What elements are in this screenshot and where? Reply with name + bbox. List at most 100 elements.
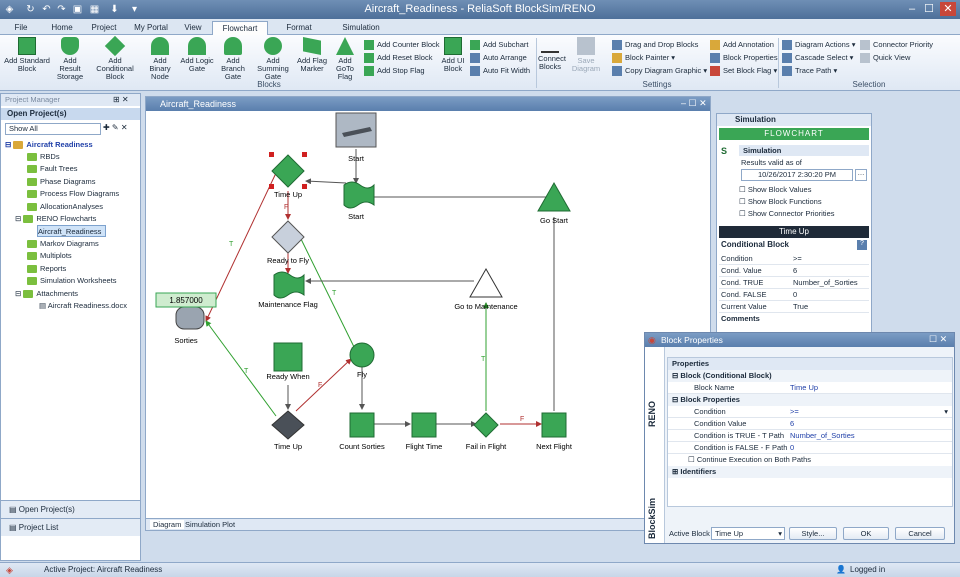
copy-diagram-graphic-button[interactable]: Copy Diagram Graphic ▾ <box>612 64 707 77</box>
tree-item-docx[interactable]: ▤ Aircraft Readiness.docx <box>39 301 127 310</box>
add-reset-block-button[interactable]: Add Reset Block <box>364 51 440 64</box>
add-counter-block-button[interactable]: Add Counter Block <box>364 38 440 51</box>
tree-item-worksheets[interactable]: Simulation Worksheets <box>27 275 117 287</box>
datetime-field[interactable]: 10/26/2017 2:30:20 PM <box>741 169 853 181</box>
cancel-button[interactable]: Cancel <box>895 527 945 540</box>
add-stop-flag-button[interactable]: Add Stop Flag <box>364 64 440 77</box>
tab-file[interactable]: File <box>14 23 28 32</box>
edge[interactable] <box>205 172 277 322</box>
bottom-tab-open-projects[interactable]: ▤ Open Project(s) <box>1 500 140 518</box>
next-flight-node[interactable] <box>541 412 567 438</box>
edge[interactable] <box>300 238 357 352</box>
add-flag-marker-button[interactable]: Add Flag Marker <box>296 37 328 79</box>
tree-item-allocation[interactable]: AllocationAnalyses <box>27 201 103 213</box>
tab-view[interactable]: View <box>184 23 202 32</box>
show-block-values-check[interactable]: ☐ Show Block Values <box>739 185 812 194</box>
tab-diagram[interactable]: Diagram <box>150 520 185 529</box>
maximize-icon[interactable]: ☐ <box>924 3 934 15</box>
cascade-select-button[interactable]: Cascade Select ▾ <box>782 51 858 64</box>
flowchart-canvas[interactable]: T F T T F T F T 1.857000 Start Time Up S… <box>146 111 710 518</box>
count-sorties-node[interactable] <box>349 412 375 438</box>
add-branch-gate-button[interactable]: Add Branch Gate <box>216 37 250 81</box>
selection-handle[interactable] <box>302 152 307 157</box>
set-block-flag-button[interactable]: Set Block Flag ▾ <box>710 64 777 77</box>
selection-handle[interactable] <box>302 184 307 189</box>
selection-handle[interactable] <box>269 184 274 189</box>
time-up-2-diamond[interactable] <box>271 410 305 440</box>
go-to-maintenance-triangle[interactable] <box>469 267 503 298</box>
dialog-window-controls-icon[interactable]: ☐ ✕ <box>929 334 948 344</box>
redo-icon[interactable]: ↷ <box>57 4 66 15</box>
tree-item-reports[interactable]: Reports <box>27 263 66 275</box>
show-block-functions-check[interactable]: ☐ Show Block Functions <box>739 197 822 206</box>
ready-to-fly-diamond[interactable] <box>271 220 305 254</box>
refresh-icon[interactable]: ↻ <box>26 4 35 15</box>
add-standard-block-button[interactable]: Add Standard Block <box>4 37 50 79</box>
sorties-storage-node[interactable] <box>175 306 205 330</box>
tab-flowchart[interactable]: Flowchart <box>212 21 268 35</box>
sim-run-icon[interactable]: S <box>721 146 728 156</box>
add-subchart-button[interactable]: Add Subchart <box>470 38 534 51</box>
add-logic-gate-button[interactable]: Add Logic Gate <box>180 37 214 79</box>
block-properties-section[interactable]: ⊟ Block Properties <box>668 394 952 406</box>
block-section[interactable]: ⊟ Block (Conditional Block) <box>668 370 952 382</box>
tree-item-markov[interactable]: Markov Diagrams <box>27 238 99 250</box>
selection-handle[interactable] <box>269 152 274 157</box>
continue-check[interactable]: ☐ Continue Execution on Both Paths <box>688 455 812 464</box>
tree-item-phase-diagrams[interactable]: Phase Diagrams <box>27 176 95 188</box>
identifiers-section[interactable]: ⊞ Identifiers <box>668 466 952 478</box>
style-button[interactable]: Style... <box>789 527 837 540</box>
tree-item-fault-trees[interactable]: Fault Trees <box>27 163 78 175</box>
add-binary-node-button[interactable]: Add Binary Node <box>142 37 178 81</box>
close-icon[interactable]: ✕ <box>940 2 956 16</box>
diagram-actions-button[interactable]: Diagram Actions ▾ <box>782 38 858 51</box>
block-painter-button[interactable]: Block Painter ▾ <box>612 51 706 64</box>
go-start-triangle[interactable] <box>537 181 571 212</box>
fail-in-flight-diamond[interactable] <box>473 412 499 438</box>
undo-icon[interactable]: ↶ <box>42 4 51 15</box>
time-up-diamond[interactable] <box>271 154 305 188</box>
tree-item-aircraft-readiness[interactable]: Aircraft_Readiness <box>37 225 107 237</box>
pointer-icon[interactable]: ⬇ <box>110 4 119 15</box>
pin-icon[interactable]: ⊞ ✕ <box>113 95 129 104</box>
connect-blocks-button[interactable]: Connect Blocks <box>538 37 566 79</box>
tab-format[interactable]: Format <box>286 23 312 32</box>
tab-simulation[interactable]: Simulation <box>342 23 380 32</box>
filter-select[interactable]: Show All <box>5 123 101 135</box>
help-icon[interactable]: ? <box>857 240 867 250</box>
add-ui-block-button[interactable]: Add UI Block <box>440 37 466 79</box>
grid-icon[interactable]: ▦ <box>89 4 100 15</box>
tree-item-reno-flowcharts[interactable]: ⊟ RENO Flowcharts <box>15 214 97 224</box>
auto-arrange-button[interactable]: Auto Arrange <box>470 51 534 64</box>
customize-icon[interactable]: ▾ <box>131 4 138 15</box>
auto-fit-width-button[interactable]: Auto Fit Width <box>470 64 534 77</box>
filter-tools-icon[interactable]: ✚ ✎ ✕ <box>103 123 128 132</box>
fly-node[interactable] <box>349 342 375 368</box>
trace-path-button[interactable]: Trace Path ▾ <box>782 64 858 77</box>
tab-home[interactable]: Home <box>51 23 73 32</box>
tree-item-multiplots[interactable]: Multiplots <box>27 250 72 262</box>
active-block-select[interactable]: Time Up▾ <box>711 527 785 540</box>
edge[interactable] <box>295 358 352 412</box>
start-flag-node[interactable] <box>343 181 375 209</box>
tree-item-rbds[interactable]: RBDs <box>27 151 60 163</box>
edge[interactable] <box>205 320 277 417</box>
show-connector-priorities-check[interactable]: ☐ Show Connector Priorities <box>739 209 835 218</box>
maintenance-flag-node[interactable] <box>273 271 305 299</box>
app-logo-icon[interactable]: ◈ <box>5 4 14 15</box>
tree-item-attachments[interactable]: ⊟ Attachments <box>15 289 79 299</box>
block-properties-button[interactable]: Block Properties <box>710 51 778 64</box>
bottom-tab-project-list[interactable]: ▤ Project List <box>1 518 140 536</box>
ready-when-node[interactable] <box>273 342 303 372</box>
edge[interactable] <box>305 178 347 185</box>
tab-project[interactable]: Project <box>91 23 117 32</box>
ok-button[interactable]: OK <box>843 527 889 540</box>
more-button[interactable]: … <box>855 169 867 181</box>
tab-my-portal[interactable]: My Portal <box>134 23 168 32</box>
add-result-storage-button[interactable]: Add Result Storage <box>52 37 88 81</box>
dropdown-arrow-icon[interactable]: ▾ <box>944 407 948 416</box>
